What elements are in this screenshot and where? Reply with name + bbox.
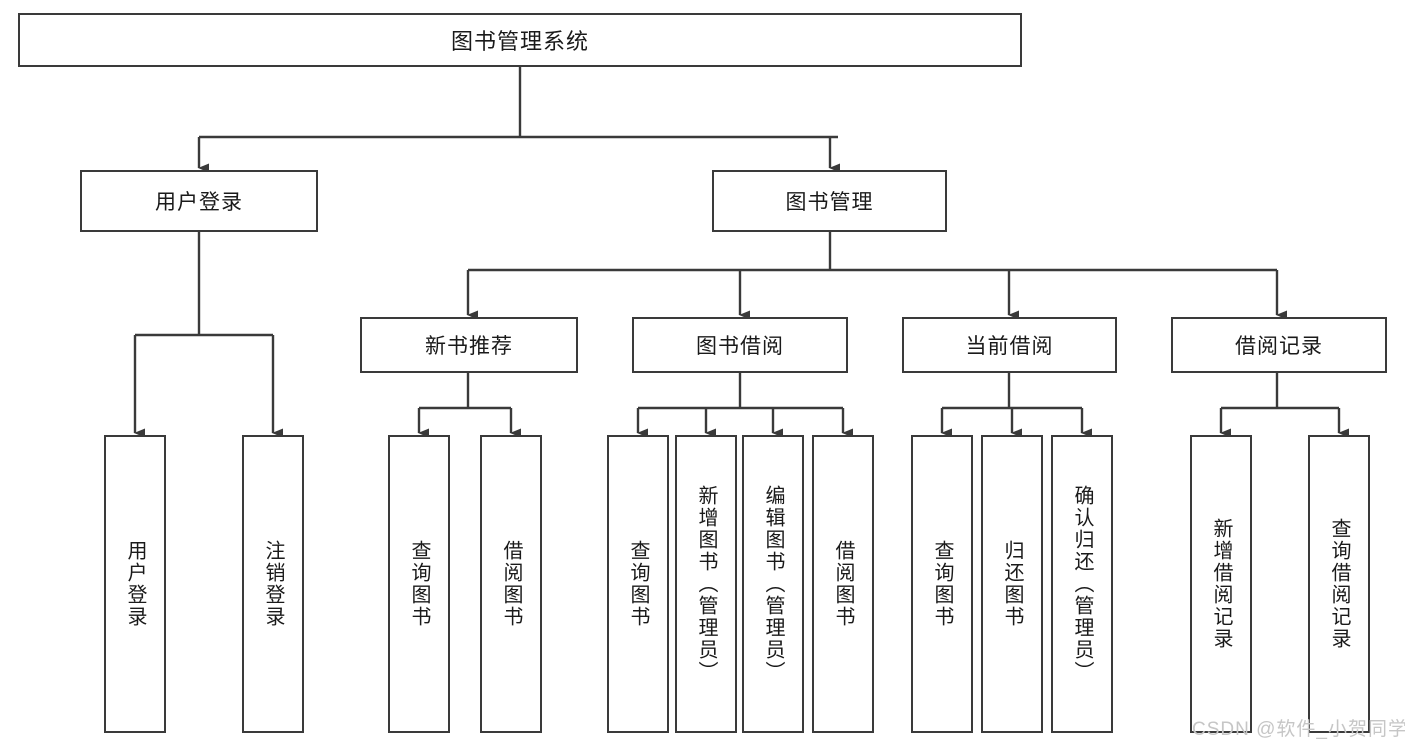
leaf-node[interactable]: 新增图书（管理员） — [675, 435, 737, 733]
leaf-node[interactable]: 查询图书 — [911, 435, 973, 733]
node-user-login[interactable]: 用户登录 — [80, 170, 318, 232]
leaf-node-label: 查询借阅记录 — [1328, 518, 1350, 650]
node-current-borrow-label: 当前借阅 — [965, 335, 1054, 358]
leaf-node[interactable]: 编辑图书（管理员） — [742, 435, 804, 733]
csdn-watermark: CSDN @软件_小贺同学 — [1192, 719, 1405, 740]
leaf-node[interactable]: 查询借阅记录 — [1308, 435, 1370, 733]
leaf-node-label: 用户登录 — [124, 540, 146, 628]
leaf-node-label: 确认归还（管理员） — [1071, 485, 1093, 683]
leaf-node-label: 新增图书（管理员） — [695, 485, 717, 683]
leaf-node[interactable]: 借阅图书 — [812, 435, 874, 733]
node-book-management-label: 图书管理 — [785, 191, 874, 214]
node-root[interactable]: 图书管理系统 — [18, 13, 1022, 67]
node-new-book-recommend[interactable]: 新书推荐 — [360, 317, 578, 373]
leaf-node-label: 查询图书 — [931, 540, 953, 628]
leaf-node-label: 新增借阅记录 — [1210, 518, 1232, 650]
leaf-node-label: 注销登录 — [262, 540, 284, 628]
leaf-node-label: 借阅图书 — [832, 540, 854, 628]
node-root-label: 图书管理系统 — [450, 29, 589, 54]
leaf-node[interactable]: 查询图书 — [607, 435, 669, 733]
node-user-login-label: 用户登录 — [155, 191, 243, 214]
leaf-node[interactable]: 查询图书 — [388, 435, 450, 733]
leaf-node-label: 借阅图书 — [500, 540, 522, 628]
leaf-node[interactable]: 用户登录 — [104, 435, 166, 733]
node-book-borrow-label: 图书借阅 — [696, 335, 784, 358]
leaf-node-label: 编辑图书（管理员） — [762, 485, 784, 683]
node-book-management[interactable]: 图书管理 — [712, 170, 947, 232]
leaf-node[interactable]: 确认归还（管理员） — [1051, 435, 1113, 733]
node-borrow-record-label: 借阅记录 — [1235, 335, 1323, 358]
leaf-node-label: 查询图书 — [627, 540, 649, 628]
leaf-node-label: 查询图书 — [408, 540, 430, 628]
node-borrow-record[interactable]: 借阅记录 — [1171, 317, 1387, 373]
leaf-node[interactable]: 注销登录 — [242, 435, 304, 733]
node-book-borrow[interactable]: 图书借阅 — [632, 317, 848, 373]
leaf-node[interactable]: 新增借阅记录 — [1190, 435, 1252, 733]
leaf-node[interactable]: 借阅图书 — [480, 435, 542, 733]
leaf-node-label: 归还图书 — [1001, 540, 1023, 628]
node-new-book-recommend-label: 新书推荐 — [425, 335, 513, 358]
leaf-node[interactable]: 归还图书 — [981, 435, 1043, 733]
node-current-borrow[interactable]: 当前借阅 — [902, 317, 1117, 373]
